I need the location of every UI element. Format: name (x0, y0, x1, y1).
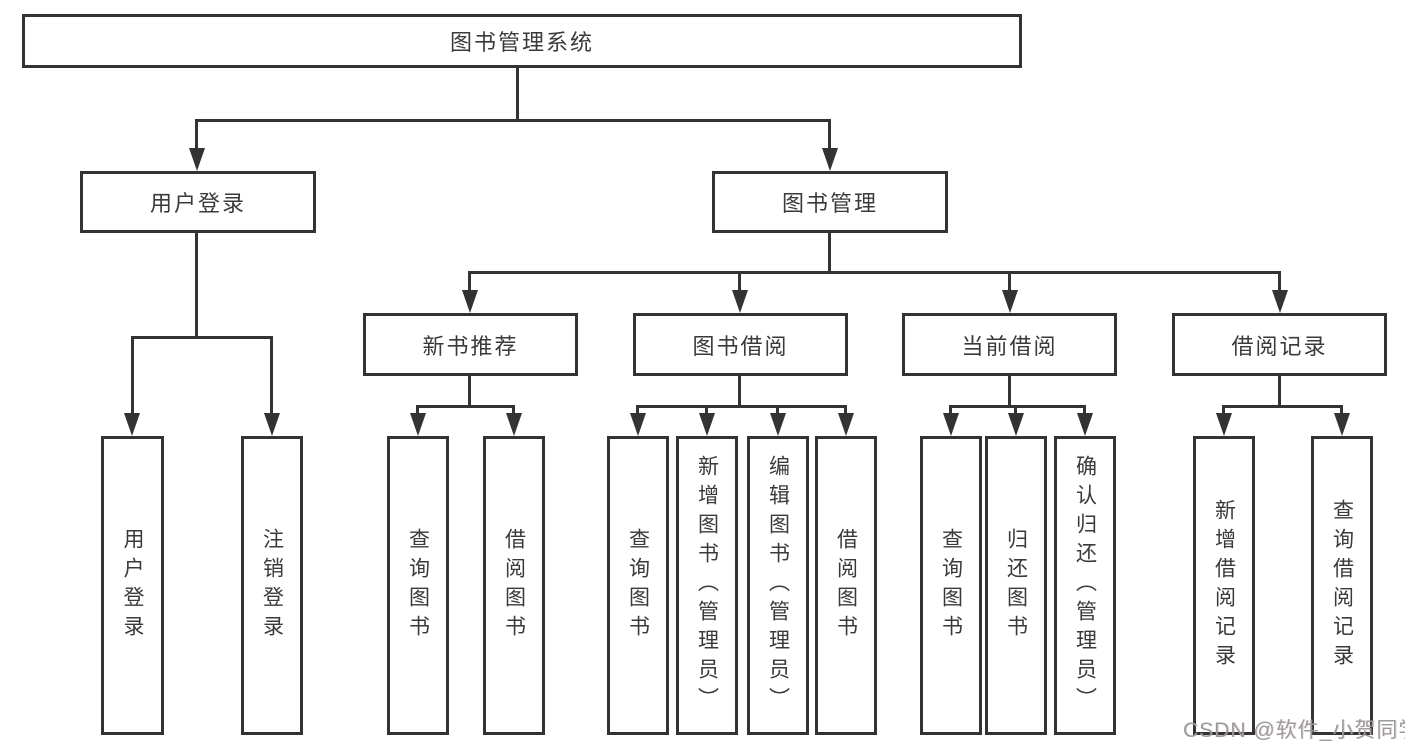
leaf-query-books-current-label: 查询图书 (939, 527, 963, 644)
connector-line (828, 233, 831, 274)
leaf-borrow-books-recommend-label: 借阅图书 (502, 527, 526, 644)
connector-arrow (1002, 290, 1018, 313)
node-book-management: 图书管理 (712, 171, 948, 233)
connector-arrow (699, 413, 715, 436)
connector-line (416, 405, 419, 416)
connector-arrow (1272, 290, 1288, 313)
connector-arrow (506, 413, 522, 436)
connector-line (1008, 271, 1011, 293)
leaf-query-borrow-record-label: 查询借阅记录 (1330, 498, 1354, 673)
node-root: 图书管理系统 (22, 14, 1022, 68)
leaf-confirm-return-admin-label: 确认归还（管理员） (1073, 455, 1097, 716)
leaf-add-borrow-record: 新增借阅记录 (1193, 436, 1255, 735)
leaf-edit-book-admin: 编辑图书（管理员） (747, 436, 809, 735)
connector-line (636, 405, 847, 408)
connector-line (516, 68, 519, 122)
node-current-borrow: 当前借阅 (902, 313, 1117, 376)
connector-line (828, 119, 831, 151)
connector-line (1222, 405, 1343, 408)
connector-line (270, 336, 273, 416)
leaf-borrow-books-label: 借阅图书 (834, 527, 858, 644)
leaf-confirm-return-admin: 确认归还（管理员） (1054, 436, 1116, 735)
connector-line (416, 405, 515, 408)
leaf-query-books-borrow: 查询图书 (607, 436, 669, 735)
connector-arrow (732, 290, 748, 313)
connector-line (131, 336, 134, 416)
connector-arrow (462, 290, 478, 313)
node-new-book-recommend: 新书推荐 (363, 313, 578, 376)
connector-line (468, 376, 471, 408)
connector-arrow (410, 413, 426, 436)
connector-line (1278, 271, 1281, 293)
connector-line (468, 271, 1281, 274)
leaf-query-books-borrow-label: 查询图书 (626, 527, 650, 644)
leaf-user-login: 用户登录 (101, 436, 164, 735)
connector-line (949, 405, 1086, 408)
leaf-borrow-books-recommend: 借阅图书 (483, 436, 545, 735)
connector-arrow (1216, 413, 1232, 436)
connector-line (636, 405, 639, 416)
leaf-logout: 注销登录 (241, 436, 303, 735)
leaf-query-books-current: 查询图书 (920, 436, 982, 735)
connector-line (844, 405, 847, 416)
connector-line (1083, 405, 1086, 416)
connector-arrow (1077, 413, 1093, 436)
connector-line (738, 271, 741, 293)
leaf-query-books-recommend: 查询图书 (387, 436, 449, 735)
connector-line (1340, 405, 1343, 416)
connector-line (1014, 405, 1017, 416)
node-book-borrow: 图书借阅 (633, 313, 848, 376)
leaf-return-book: 归还图书 (985, 436, 1047, 735)
connector-line (468, 271, 471, 293)
connector-arrow (943, 413, 959, 436)
connector-arrow (189, 148, 205, 171)
leaf-edit-book-admin-label: 编辑图书（管理员） (766, 455, 790, 716)
connector-arrow (1008, 413, 1024, 436)
leaf-borrow-books: 借阅图书 (815, 436, 877, 735)
leaf-add-book-admin-label: 新增图书（管理员） (695, 455, 719, 716)
connector-arrow (630, 413, 646, 436)
node-user-login: 用户登录 (80, 171, 316, 233)
connector-line (195, 119, 831, 122)
connector-line (949, 405, 952, 416)
connector-arrow (1334, 413, 1350, 436)
leaf-user-login-label: 用户登录 (121, 527, 144, 644)
leaf-query-books-recommend-label: 查询图书 (406, 527, 430, 644)
connector-arrow (822, 148, 838, 171)
connector-arrow (838, 413, 854, 436)
connector-line (131, 336, 273, 339)
connector-arrow (770, 413, 786, 436)
connector-line (776, 405, 779, 416)
leaf-logout-label: 注销登录 (260, 527, 284, 644)
leaf-query-borrow-record: 查询借阅记录 (1311, 436, 1373, 735)
connector-line (738, 376, 741, 408)
connector-line (1222, 405, 1225, 416)
connector-line (195, 233, 198, 339)
connector-arrow (264, 413, 280, 436)
connector-line (195, 119, 198, 151)
watermark: CSDN @软件_小贺同学 (1183, 719, 1405, 742)
connector-line (1008, 376, 1011, 408)
leaf-add-book-admin: 新增图书（管理员） (676, 436, 738, 735)
node-borrow-records: 借阅记录 (1172, 313, 1387, 376)
connector-line (1278, 376, 1281, 408)
leaf-return-book-label: 归还图书 (1004, 527, 1028, 644)
connector-line (705, 405, 708, 416)
connector-arrow (124, 413, 140, 436)
leaf-add-borrow-record-label: 新增借阅记录 (1212, 498, 1236, 673)
connector-line (512, 405, 515, 416)
